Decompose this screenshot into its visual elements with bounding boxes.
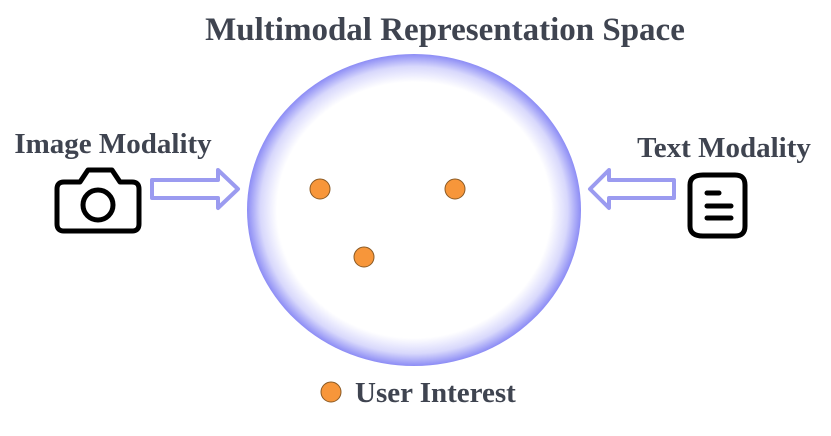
legend-label: User Interest bbox=[355, 377, 516, 409]
image-modality-arrow bbox=[150, 168, 240, 210]
document-icon bbox=[687, 172, 748, 239]
interest-point bbox=[444, 178, 466, 200]
interest-point bbox=[309, 178, 331, 200]
text-modality-label: Text Modality bbox=[637, 132, 811, 164]
diagram-title: Multimodal Representation Space bbox=[205, 12, 685, 48]
legend-dot bbox=[320, 381, 342, 403]
representation-space-circle bbox=[247, 54, 581, 366]
interest-point bbox=[353, 246, 375, 268]
text-modality-arrow bbox=[588, 168, 676, 210]
image-modality-label: Image Modality bbox=[14, 128, 212, 160]
camera-icon bbox=[54, 167, 142, 234]
